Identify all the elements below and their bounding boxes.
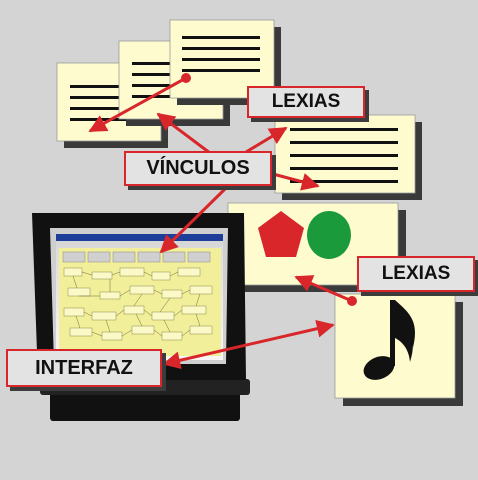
link-arrows (88, 76, 353, 370)
link-origin-dot-right (347, 296, 357, 306)
interfaz-label: INTERFAZ (6, 349, 162, 387)
circle-icon (307, 211, 351, 259)
link-arrow-lexias-to-shapes (294, 275, 353, 303)
lexias-top-label: LEXIAS (247, 86, 365, 118)
lexias-right-label: LEXIAS (357, 256, 475, 292)
eighth-note-icon (363, 300, 416, 380)
pentagon-icon (258, 211, 304, 257)
link-arrow-vinculos-to-right-card-top (245, 126, 288, 154)
link-arrow-card-to-card (88, 76, 187, 133)
audio-lexia-card (334, 293, 463, 406)
vinculos-label: VÍNCULOS (124, 151, 272, 186)
text-lexia-card-right (274, 114, 422, 200)
link-arrow-interfaz-double (162, 319, 335, 370)
link-origin-dot-top (181, 73, 191, 83)
link-arrow-vinculos-to-screen (159, 184, 230, 254)
computer-monitor (32, 213, 250, 421)
link-arrow-vinculos-to-card (156, 112, 211, 155)
screen-interface (56, 234, 223, 360)
